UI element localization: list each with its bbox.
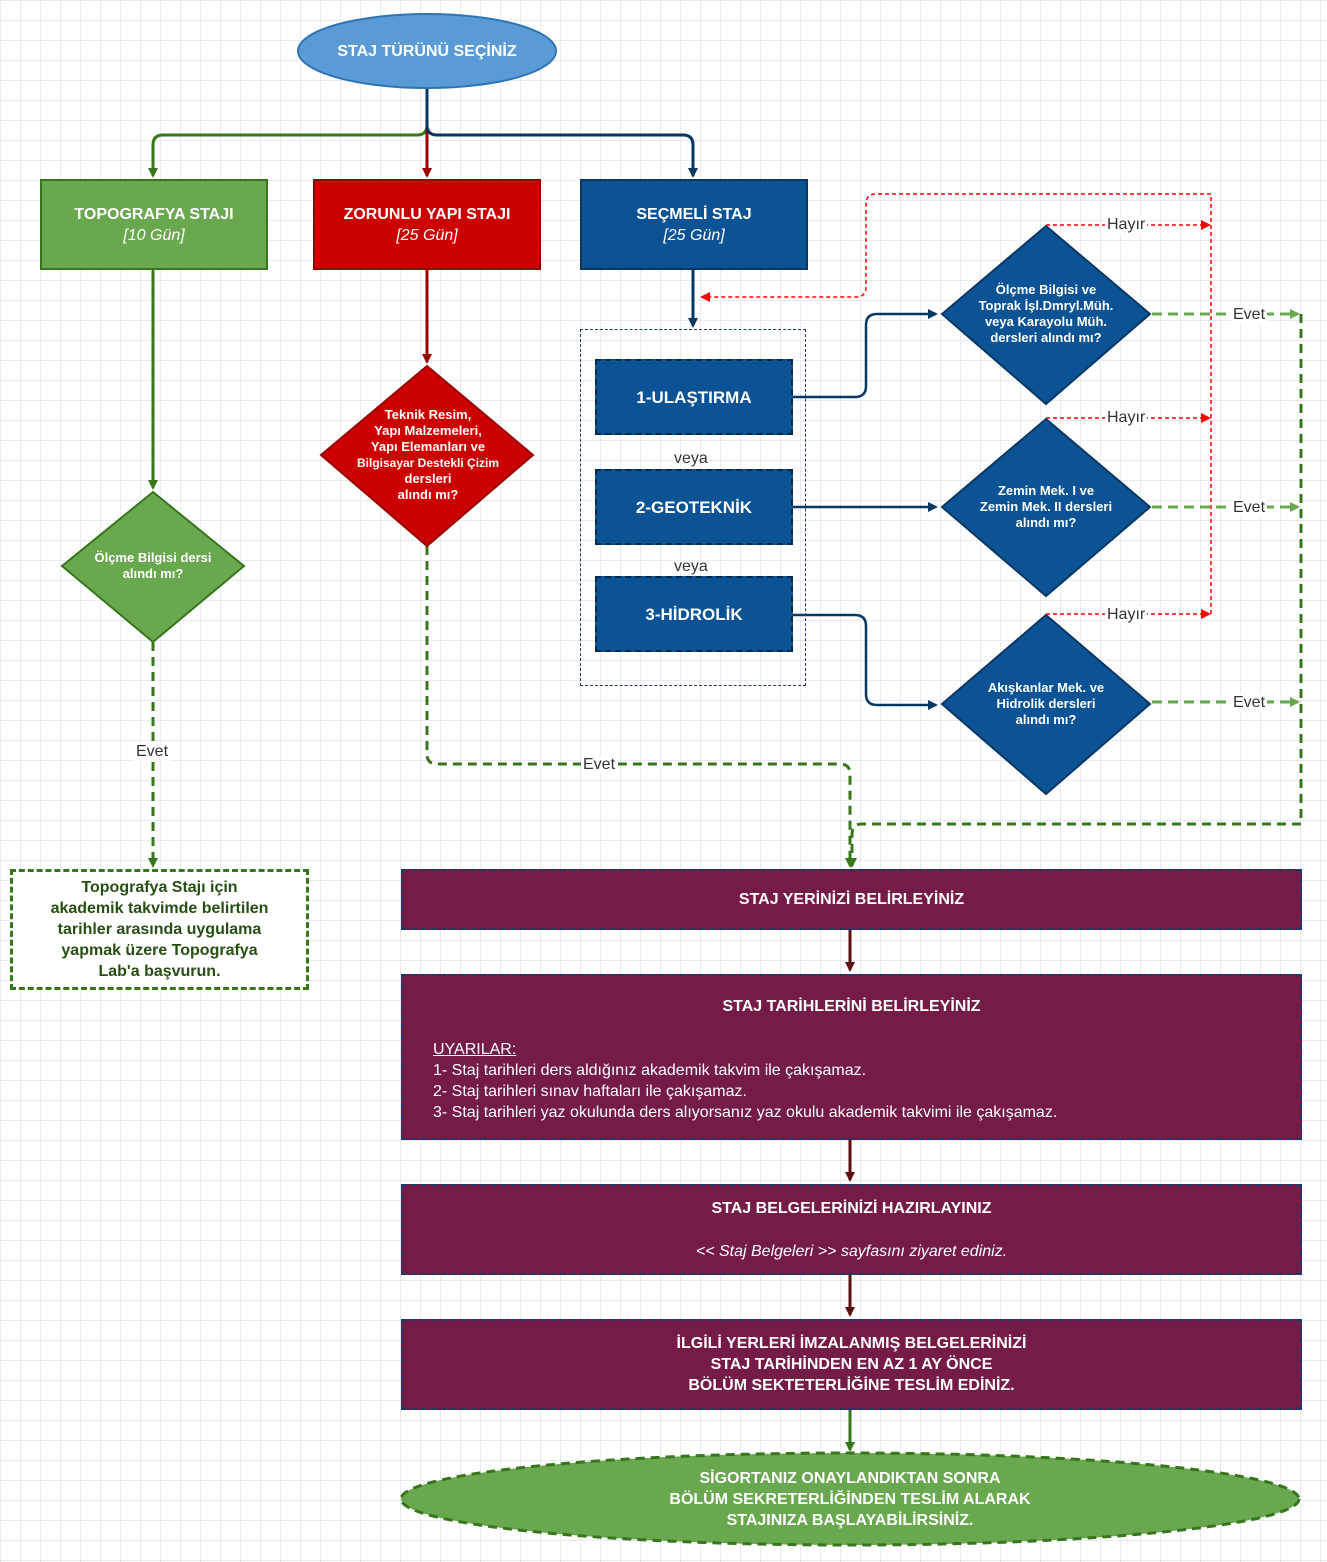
connector-yes-merge xyxy=(847,314,1303,868)
elective-ulastirma-label: 1-ULAŞTIRMA xyxy=(636,387,752,407)
secmeli-title: SEÇMELİ STAJ xyxy=(636,205,752,223)
topografya-note-box: Topografya Stajı için akademik takvimde … xyxy=(10,869,309,990)
topo-decision-shape xyxy=(60,490,246,644)
step-place-box[interactable]: STAJ YERİNİZİ BELİRLEYİNİZ xyxy=(401,869,1302,930)
elective-geoteknik-label: 2-GEOTEKNİK xyxy=(635,497,753,517)
topo-decision[interactable]: Ölçme Bilgisi dersi alındı mı? xyxy=(78,536,228,596)
yapi-decision-shape xyxy=(319,364,535,548)
no-label: Hayır xyxy=(1105,409,1148,427)
hidrolik-decision-line: alındı mı? xyxy=(1015,712,1077,727)
topo-decision-line: alındı mı? xyxy=(122,566,184,581)
yapi-decision[interactable]: Teknik Resim, Yapı Malzemeleri, Yapı Ele… xyxy=(338,400,518,510)
connector-hidrolik-decision xyxy=(792,613,938,710)
warning-item: 1- Staj tarihleri ders aldığınız akademi… xyxy=(433,1062,867,1079)
yapi-days: [25 Gün] xyxy=(396,226,458,244)
final-node[interactable]: SİGORTANIZ ONAYLANDIKTAN SONRA BÖLÜM SEK… xyxy=(402,1454,1298,1544)
yapi-decision-line: alındı mı? xyxy=(397,487,459,502)
topografya-title: TOPOGRAFYA STAJI xyxy=(74,205,234,223)
elective-options-container xyxy=(580,329,806,686)
final-line: SİGORTANIZ ONAYLANDIKTAN SONRA xyxy=(699,1469,1001,1487)
or-label: veya xyxy=(674,558,708,575)
hidrolik-decision[interactable]: Akışkanlar Mek. ve Hidrolik dersleri alı… xyxy=(956,675,1136,733)
ulastirma-decision-line: dersleri alındı mı? xyxy=(990,330,1102,345)
topo-note-line: tarihler arasında uygulama xyxy=(57,921,262,938)
geoteknik-decision-line: Zemin Mek. I ve xyxy=(997,483,1095,498)
start-label: STAJ TÜRÜNÜ SEÇİNİZ xyxy=(337,42,517,60)
elective-hidrolik[interactable]: 3-HİDROLİK xyxy=(595,576,793,652)
step-dates-box[interactable]: STAJ TARİHLERİNİ BELİRLEYİNİZ UYARILAR: … xyxy=(401,974,1302,1140)
yapi-decision-line: Bilgisayar Destekli Çizim xyxy=(356,456,500,470)
yes-label: Evet xyxy=(1231,499,1268,517)
secmeli-staj-box[interactable]: SEÇMELİ STAJ [25 Gün] xyxy=(580,179,808,270)
topo-note-line: Lab'a başvurun. xyxy=(98,963,221,980)
step-docs-link[interactable]: << Staj Belgeleri >> sayfasını ziyaret e… xyxy=(695,1242,1008,1260)
topografya-staji-box[interactable]: TOPOGRAFYA STAJI [10 Gün] xyxy=(40,179,268,270)
hidrolik-decision-line: Akışkanlar Mek. ve xyxy=(987,680,1105,695)
topo-note-line: Topografya Stajı için xyxy=(81,879,238,896)
connector-start-secmeli xyxy=(425,88,698,178)
topografya-days: [10 Gün] xyxy=(123,226,185,244)
elective-hidrolik-label: 3-HİDROLİK xyxy=(645,604,743,624)
connector-ulastirma-decision xyxy=(792,309,938,399)
connector-start-topo xyxy=(148,88,429,178)
yes-label: Evet xyxy=(1231,306,1268,324)
yes-label: Evet xyxy=(134,743,171,761)
step-submit-line: İLGİLİ YERLERİ İMZALANMIŞ BELGELERİNİZİ xyxy=(676,1335,1027,1352)
geoteknik-decision-line: Zemin Mek. II dersleri xyxy=(979,499,1113,514)
warnings-list: UYARILAR: 1- Staj tarihleri ders aldığın… xyxy=(403,1017,1300,1123)
start-ellipse-shape xyxy=(297,13,557,89)
topo-decision-line: Ölçme Bilgisi dersi xyxy=(94,550,212,565)
yapi-decision-line: Teknik Resim, xyxy=(384,407,472,422)
step-submit-line: STAJ TARİHİNDEN EN AZ 1 AY ÖNCE xyxy=(710,1356,993,1373)
yes-label: Evet xyxy=(581,756,618,774)
ulastirma-decision-shape xyxy=(940,224,1152,406)
step-place-label: STAJ YERİNİZİ BELİRLEYİNİZ xyxy=(738,891,965,908)
connector-yapi-yes xyxy=(425,546,855,868)
step-dates-title: STAJ TARİHLERİNİ BELİRLEYİNİZ xyxy=(722,998,981,1015)
step-docs-box[interactable]: STAJ BELGELERİNİZİ HAZIRLAYINIZ << Staj … xyxy=(401,1184,1302,1275)
geoteknik-decision-line: alındı mı? xyxy=(1015,515,1077,530)
yapi-decision-line: dersleri xyxy=(404,471,452,486)
geoteknik-decision[interactable]: Zemin Mek. I ve Zemin Mek. II dersleri a… xyxy=(956,478,1136,536)
ulastirma-decision-line: Toprak İşl.Dmryl.Müh. xyxy=(978,298,1114,313)
ulastirma-decision-line: veya Karayolu Müh. xyxy=(984,314,1108,329)
yes-label: Evet xyxy=(1231,694,1268,712)
hidrolik-decision-line: Hidrolik dersleri xyxy=(996,696,1096,711)
hidrolik-decision-shape xyxy=(940,613,1152,796)
warnings-title: UYARILAR: xyxy=(433,1041,517,1058)
warning-item: 3- Staj tarihleri yaz okulunda ders alıy… xyxy=(433,1104,1058,1121)
start-node[interactable]: STAJ TÜRÜNÜ SEÇİNİZ xyxy=(298,14,556,88)
elective-geoteknik[interactable]: 2-GEOTEKNİK xyxy=(595,469,793,545)
yapi-title: ZORUNLU YAPI STAJI xyxy=(343,205,511,223)
final-line: BÖLÜM SEKRETERLİĞİNDEN TESLİM ALARAK xyxy=(669,1490,1031,1508)
step-submit-line: BÖLÜM SEKTETERLİĞİNE TESLİM EDİNİZ. xyxy=(688,1377,1015,1394)
ulastirma-decision-line: Ölçme Bilgisi ve xyxy=(995,282,1097,297)
step-submit-box[interactable]: İLGİLİ YERLERİ İMZALANMIŞ BELGELERİNİZİ … xyxy=(401,1319,1302,1410)
warning-item: 2- Staj tarihleri sınav haftaları ile ça… xyxy=(433,1083,747,1100)
elective-ulastirma[interactable]: 1-ULAŞTIRMA xyxy=(595,359,793,435)
geoteknik-decision-shape xyxy=(940,417,1152,598)
connector-no-return xyxy=(700,193,1212,614)
step-docs-title: STAJ BELGELERİNİZİ HAZIRLAYINIZ xyxy=(711,1199,992,1217)
ulastirma-decision[interactable]: Ölçme Bilgisi ve Toprak İşl.Dmryl.Müh. v… xyxy=(956,276,1136,352)
yapi-decision-line: Yapı Malzemeleri, xyxy=(374,423,482,438)
secmeli-days: [25 Gün] xyxy=(663,226,725,244)
final-line: STAJINIZA BAŞLAYABİLİRSİNİZ. xyxy=(726,1511,974,1529)
or-label: veya xyxy=(674,450,708,467)
zorunlu-yapi-staji-box[interactable]: ZORUNLU YAPI STAJI [25 Gün] xyxy=(313,179,541,270)
final-ellipse-shape xyxy=(399,1451,1301,1547)
topo-note-line: yapmak üzere Topografya xyxy=(61,942,258,959)
no-label: Hayır xyxy=(1105,216,1148,234)
yapi-decision-line: Yapı Elemanları ve xyxy=(370,439,486,454)
no-label: Hayır xyxy=(1105,606,1148,624)
topo-note-line: akademik takvimde belirtilen xyxy=(50,900,269,917)
